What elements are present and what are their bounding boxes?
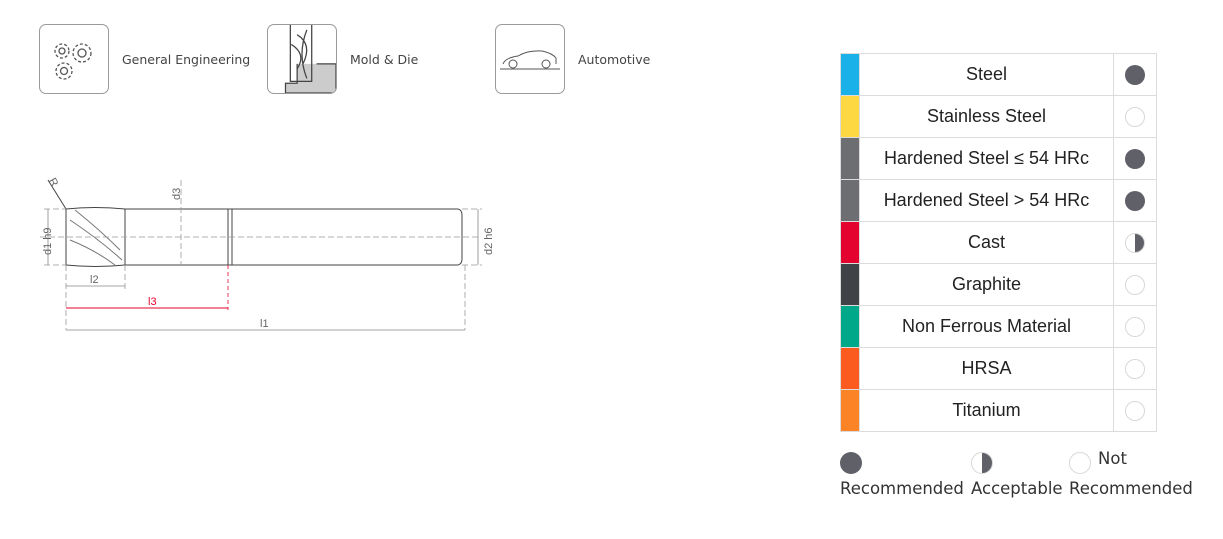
l3-label: l3 bbox=[148, 296, 157, 308]
tool-dimension-drawing: R d1 h9 d2 h6 d3 l2 l1 l3 bbox=[40, 176, 495, 331]
material-status bbox=[1113, 347, 1157, 390]
material-name: Titanium bbox=[859, 389, 1114, 432]
material-name: Non Ferrous Material bbox=[859, 305, 1114, 348]
material-name: Hardened Steel ≤ 54 HRc bbox=[859, 137, 1114, 180]
d1-label: d1 h9 bbox=[42, 227, 54, 255]
gears-icon bbox=[39, 24, 109, 94]
legend-label: Recommended bbox=[840, 479, 964, 498]
material-status bbox=[1113, 221, 1157, 264]
material-row: HRSA bbox=[840, 347, 1157, 390]
legend-label: Recommended bbox=[1069, 479, 1193, 498]
material-status bbox=[1113, 95, 1157, 138]
application-automotive: Automotive bbox=[495, 24, 650, 94]
material-status bbox=[1113, 389, 1157, 432]
material-name: Graphite bbox=[859, 263, 1114, 306]
material-name: HRSA bbox=[859, 347, 1114, 390]
material-color-swatch bbox=[840, 53, 860, 96]
radius-label: R bbox=[46, 176, 60, 189]
material-row: Graphite bbox=[840, 263, 1157, 306]
material-status bbox=[1113, 179, 1157, 222]
mold-die-icon bbox=[267, 24, 337, 94]
material-color-swatch bbox=[840, 221, 860, 264]
acceptable-dot-icon bbox=[971, 452, 993, 474]
material-color-swatch bbox=[840, 95, 860, 138]
material-row: Steel bbox=[840, 53, 1157, 96]
legend-acceptable: Acceptable bbox=[971, 452, 1063, 498]
application-general-engineering: General Engineering bbox=[39, 24, 250, 94]
d2-label: d2 h6 bbox=[483, 227, 495, 255]
material-row: Hardened Steel > 54 HRc bbox=[840, 179, 1157, 222]
legend-label: Acceptable bbox=[971, 479, 1063, 498]
material-status bbox=[1113, 263, 1157, 306]
application-label: Automotive bbox=[578, 51, 651, 67]
acceptable-dot-icon bbox=[1125, 232, 1145, 253]
d3-label: d3 bbox=[171, 188, 183, 200]
legend-not-recommended: Not Recommended bbox=[1069, 449, 1193, 498]
material-row: Hardened Steel ≤ 54 HRc bbox=[840, 137, 1157, 180]
material-name: Steel bbox=[859, 53, 1114, 96]
material-color-swatch bbox=[840, 389, 860, 432]
not-recommended-dot-icon bbox=[1125, 274, 1145, 295]
legend-label: Not bbox=[1098, 449, 1127, 468]
not-recommended-dot-icon bbox=[1125, 316, 1145, 337]
material-status bbox=[1113, 137, 1157, 180]
recommended-dot-icon bbox=[1125, 64, 1145, 85]
application-label: Mold & Die bbox=[350, 51, 419, 67]
material-name: Cast bbox=[859, 221, 1114, 264]
material-row: Non Ferrous Material bbox=[840, 305, 1157, 348]
not-recommended-dot-icon bbox=[1125, 358, 1145, 379]
not-recommended-dot-icon bbox=[1125, 106, 1145, 127]
material-color-swatch bbox=[840, 347, 860, 390]
material-row: Stainless Steel bbox=[840, 95, 1157, 138]
not-recommended-dot-icon bbox=[1069, 452, 1091, 474]
material-name: Hardened Steel > 54 HRc bbox=[859, 179, 1114, 222]
recommended-dot-icon bbox=[840, 452, 862, 474]
material-row: Titanium bbox=[840, 389, 1157, 432]
not-recommended-dot-icon bbox=[1125, 400, 1145, 421]
material-status bbox=[1113, 53, 1157, 96]
application-label: General Engineering bbox=[122, 51, 251, 67]
material-color-swatch bbox=[840, 305, 860, 348]
recommended-dot-icon bbox=[1125, 190, 1145, 211]
l1-label: l1 bbox=[260, 318, 269, 330]
material-color-swatch bbox=[840, 137, 860, 180]
legend-recommended: Recommended bbox=[840, 452, 964, 498]
l2-label: l2 bbox=[90, 274, 99, 286]
material-color-swatch bbox=[840, 179, 860, 222]
material-status bbox=[1113, 305, 1157, 348]
recommended-dot-icon bbox=[1125, 148, 1145, 169]
material-color-swatch bbox=[840, 263, 860, 306]
material-name: Stainless Steel bbox=[859, 95, 1114, 138]
material-row: Cast bbox=[840, 221, 1157, 264]
application-mold-die: Mold & Die bbox=[267, 24, 418, 94]
car-icon bbox=[495, 24, 565, 94]
